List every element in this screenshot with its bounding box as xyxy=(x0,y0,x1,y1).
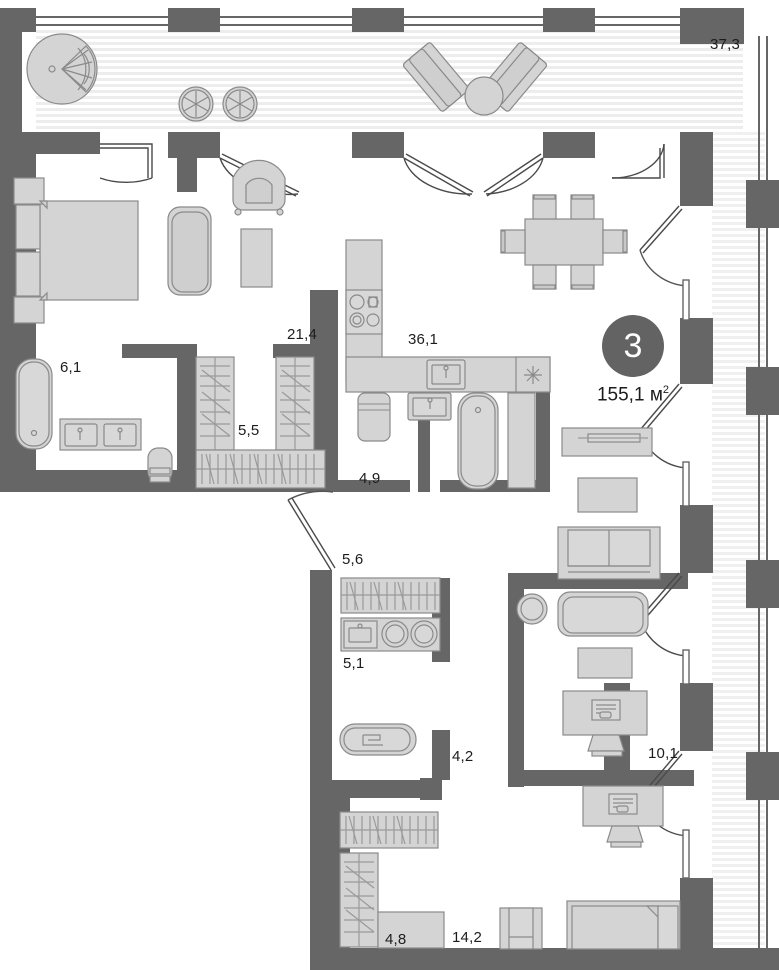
area-label-bathroom-two: 5,1 xyxy=(343,655,365,672)
area-label-wc: 4,2 xyxy=(452,748,474,765)
furniture xyxy=(13,33,681,950)
area-label-balcony-top: 37,3 xyxy=(710,36,740,53)
living-sofa xyxy=(557,526,661,580)
balcony-lounger-1 xyxy=(402,42,470,112)
vanity-master xyxy=(59,418,142,451)
toilet-master xyxy=(147,447,173,483)
area-label-wardrobe-two: 4,8 xyxy=(385,931,407,948)
bathtub-kitchen-side xyxy=(457,392,499,490)
kitchen-island-sink xyxy=(407,392,452,421)
area-label-kitchen-dining: 36,1 xyxy=(408,331,438,348)
master-side-table xyxy=(240,228,273,288)
bed-lower-right xyxy=(566,900,681,950)
summary-block: 3 155,1 м2 xyxy=(577,315,689,406)
master-bed xyxy=(13,177,139,324)
kitchen-fridge xyxy=(357,392,391,442)
tv-console xyxy=(561,427,653,457)
area-label-living-room: 21,4 xyxy=(287,326,317,343)
round-side-table xyxy=(516,593,548,625)
desk-upper xyxy=(562,690,648,757)
rooms-count-badge: 3 xyxy=(602,315,664,377)
balcony-stool-2 xyxy=(222,86,258,122)
area-label-hall-upper: 4,9 xyxy=(359,470,381,487)
dining-set xyxy=(500,194,628,290)
master-chair-top xyxy=(232,159,286,216)
area-label-bedroom-two: 10,1 xyxy=(648,745,678,762)
wardrobe-rod-lower xyxy=(339,811,439,849)
total-area-value: 155,1 xyxy=(596,384,645,406)
area-label-laundry: 5,6 xyxy=(342,551,364,568)
dresser-lower xyxy=(377,911,445,949)
wardrobe-rail-left xyxy=(195,356,235,451)
living-rug xyxy=(577,477,638,513)
master-armchair xyxy=(167,206,212,296)
area-label-bathroom-master: 6,1 xyxy=(60,359,82,376)
laundry-units xyxy=(340,617,441,652)
balcony-hanging-chair xyxy=(26,33,98,105)
area-label-bedroom-three: 14,2 xyxy=(452,929,482,946)
balcony-stool-1 xyxy=(178,86,214,122)
wardrobe-rail-right xyxy=(275,356,315,451)
wc-fixture xyxy=(339,723,417,756)
balcony-hatch-top xyxy=(36,28,743,132)
total-area-exponent: 2 xyxy=(662,384,669,396)
desk-lower xyxy=(582,785,664,848)
door-swings xyxy=(99,143,690,879)
guest-rug xyxy=(577,647,633,679)
wardrobe-hanging-rod xyxy=(195,449,326,489)
bathtub-master xyxy=(15,358,53,450)
kitchen-counter xyxy=(345,239,551,393)
bathroom-cabinet xyxy=(507,392,536,489)
bed-guest xyxy=(557,591,649,637)
total-area-label: 155,1 м2 xyxy=(577,384,689,406)
total-area-unit: м xyxy=(649,384,663,406)
area-label-wardrobe-master: 5,5 xyxy=(238,422,260,439)
armchair-lower-right xyxy=(499,907,543,950)
balcony-hatch-right xyxy=(712,132,765,955)
balcony-coffee-table xyxy=(464,76,504,116)
laundry-hanging-rod xyxy=(340,577,441,614)
wardrobe-shelves-lower xyxy=(339,852,379,948)
